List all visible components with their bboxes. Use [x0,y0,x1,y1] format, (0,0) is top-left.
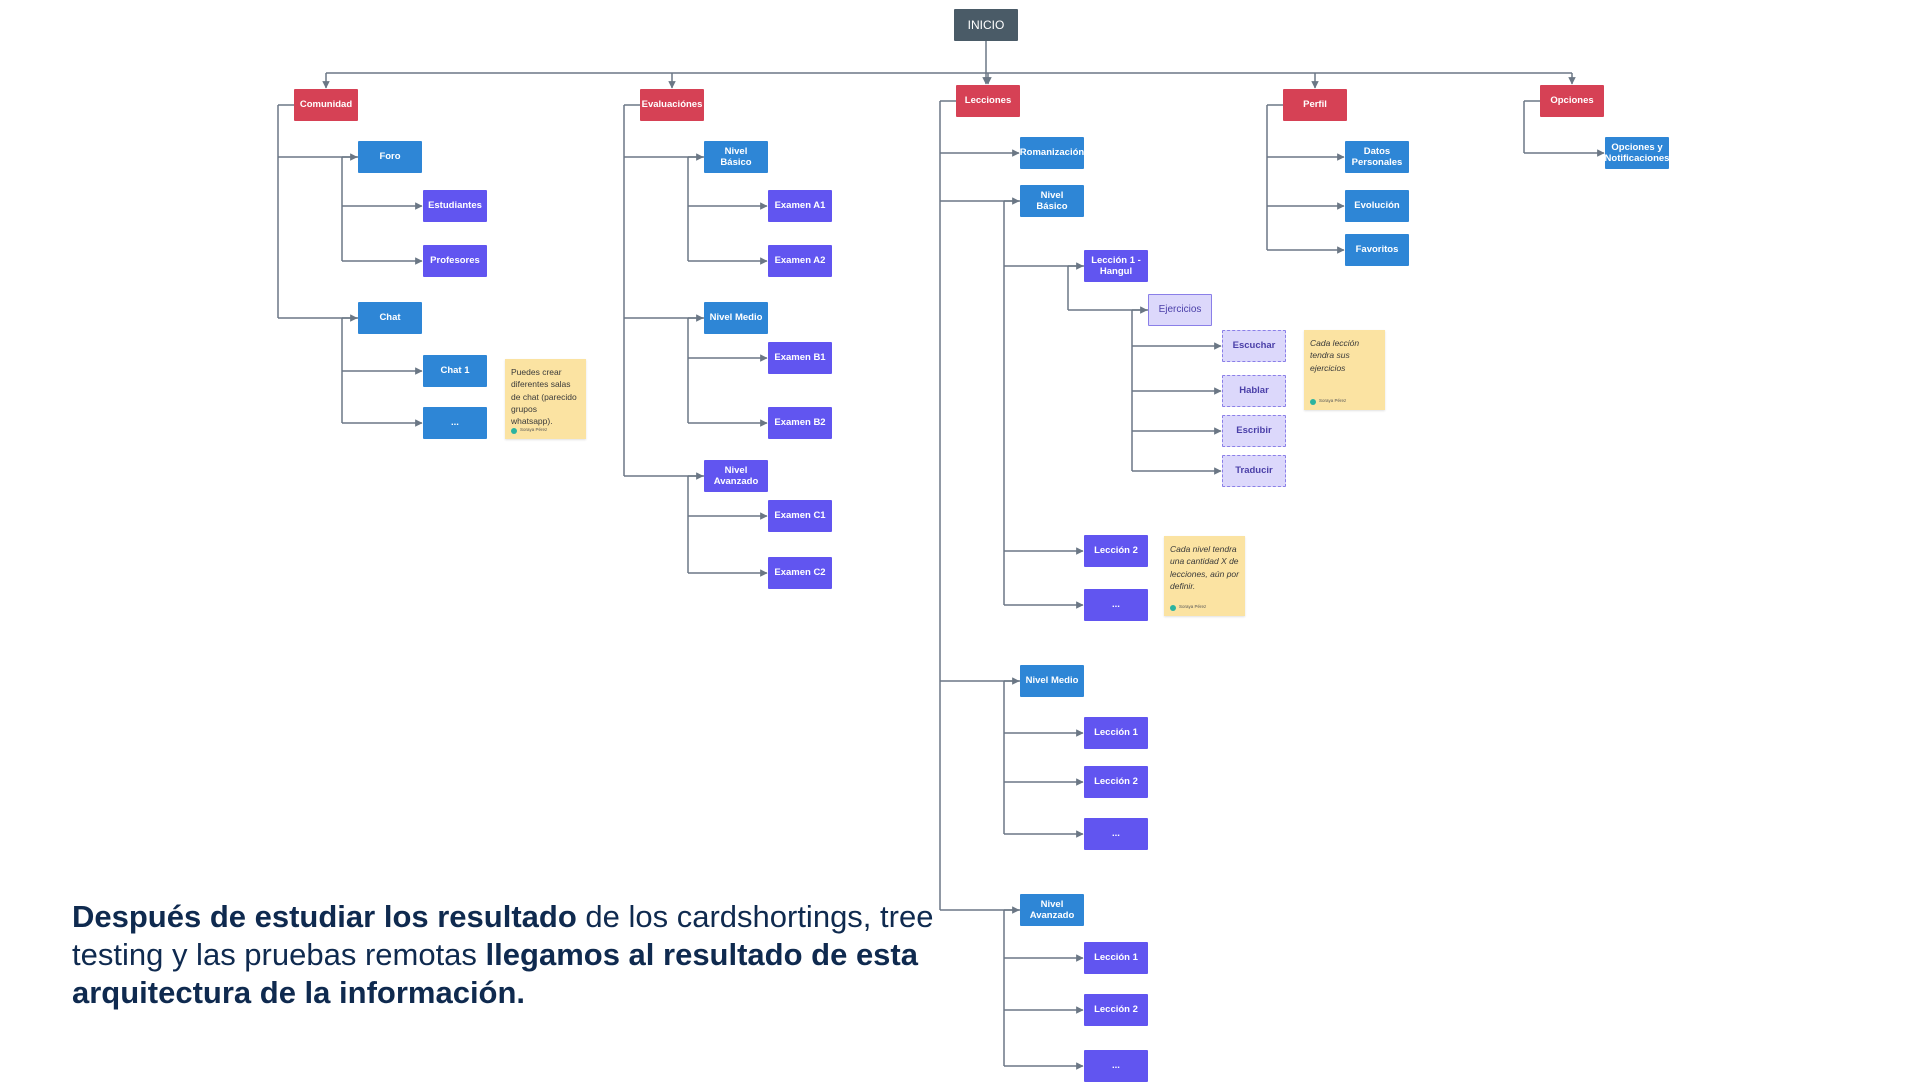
node-a-leccion1: Lección 1 [1084,942,1148,974]
node-foro: Foro [358,141,422,173]
node-m-more: ... [1084,818,1148,850]
node-chat1: Chat 1 [423,355,487,387]
caption-bold-2: llegamos al resultado de esta arquitectu… [72,936,918,1010]
node-opciones: Opciones [1540,85,1604,117]
caption: Después de estudiar los resultado de los… [72,898,942,1011]
node-ejercicios: Ejercicios [1148,294,1212,326]
sticky-note-author: Soraya Pérez [511,427,547,434]
avatar-icon [1170,604,1176,611]
node-le-avanzado: Nivel Avanzado [1020,894,1084,926]
node-m-leccion2: Lección 2 [1084,766,1148,798]
node-lecciones: Lecciones [956,85,1020,117]
sticky-note-text: Puedes crear diferentes salas de chat (p… [511,367,577,427]
sticky-note-text: Cada lección tendra sus ejercicios [1310,338,1360,373]
node-traducir: Traducir [1222,455,1286,487]
node-hablar: Hablar [1222,375,1286,407]
node-m-leccion1: Lección 1 [1084,717,1148,749]
node-a-more: ... [1084,1050,1148,1082]
node-leccion1-hangul: Lección 1 - Hangul [1084,250,1148,282]
sticky-note-lecciones: Cada nivel tendra una cantidad X de lecc… [1164,536,1245,616]
node-ev-basico: Nivel Básico [704,141,768,173]
node-examen-b1: Examen B1 [768,342,832,374]
node-inicio: INICIO [954,9,1018,41]
node-evolucion: Evolución [1345,190,1409,222]
node-estudiantes: Estudiantes [423,190,487,222]
node-a-leccion2: Lección 2 [1084,994,1148,1026]
caption-regular: de los cardshortings, tree testing y las… [72,899,934,972]
node-escuchar: Escuchar [1222,330,1286,362]
node-examen-a2: Examen A2 [768,245,832,277]
node-comunidad: Comunidad [294,89,358,121]
node-le-basico: Nivel Básico [1020,185,1084,217]
node-escribir: Escribir [1222,415,1286,447]
node-examen-a1: Examen A1 [768,190,832,222]
author-name: Soraya Pérez [1319,398,1347,404]
node-le-medio: Nivel Medio [1020,665,1084,697]
node-chat: Chat [358,302,422,334]
node-evaluaciones: Evaluaciónes [640,89,704,121]
node-favoritos: Favoritos [1345,234,1409,266]
node-ev-avanzado: Nivel Avanzado [704,460,768,492]
caption-bold-1: Después de estudiar los resultado [72,899,577,934]
node-examen-b2: Examen B2 [768,407,832,439]
node-chat-more: ... [423,407,487,439]
node-b-leccion2: Lección 2 [1084,535,1148,567]
node-perfil: Perfil [1283,89,1347,121]
node-profesores: Profesores [423,245,487,277]
node-romanizacion: Romanización [1020,137,1084,169]
author-name: Soraya Pérez [1179,604,1207,610]
node-ev-medio: Nivel Medio [704,302,768,334]
sticky-note-author: Soraya Pérez [1170,604,1206,611]
node-opciones-notif: Opciones y Notificaciones [1605,137,1669,169]
sticky-note-chat: Puedes crear diferentes salas de chat (p… [505,359,586,439]
sticky-note-author: Soraya Pérez [1310,398,1346,405]
node-datos-personales: Datos Personales [1345,141,1409,173]
sticky-note-text: Cada nivel tendra una cantidad X de lecc… [1170,544,1239,591]
author-name: Soraya Pérez [520,427,548,433]
avatar-icon [511,427,517,434]
node-examen-c1: Examen C1 [768,500,832,532]
avatar-icon [1310,398,1316,405]
node-examen-c2: Examen C2 [768,557,832,589]
node-b-more: ... [1084,589,1148,621]
